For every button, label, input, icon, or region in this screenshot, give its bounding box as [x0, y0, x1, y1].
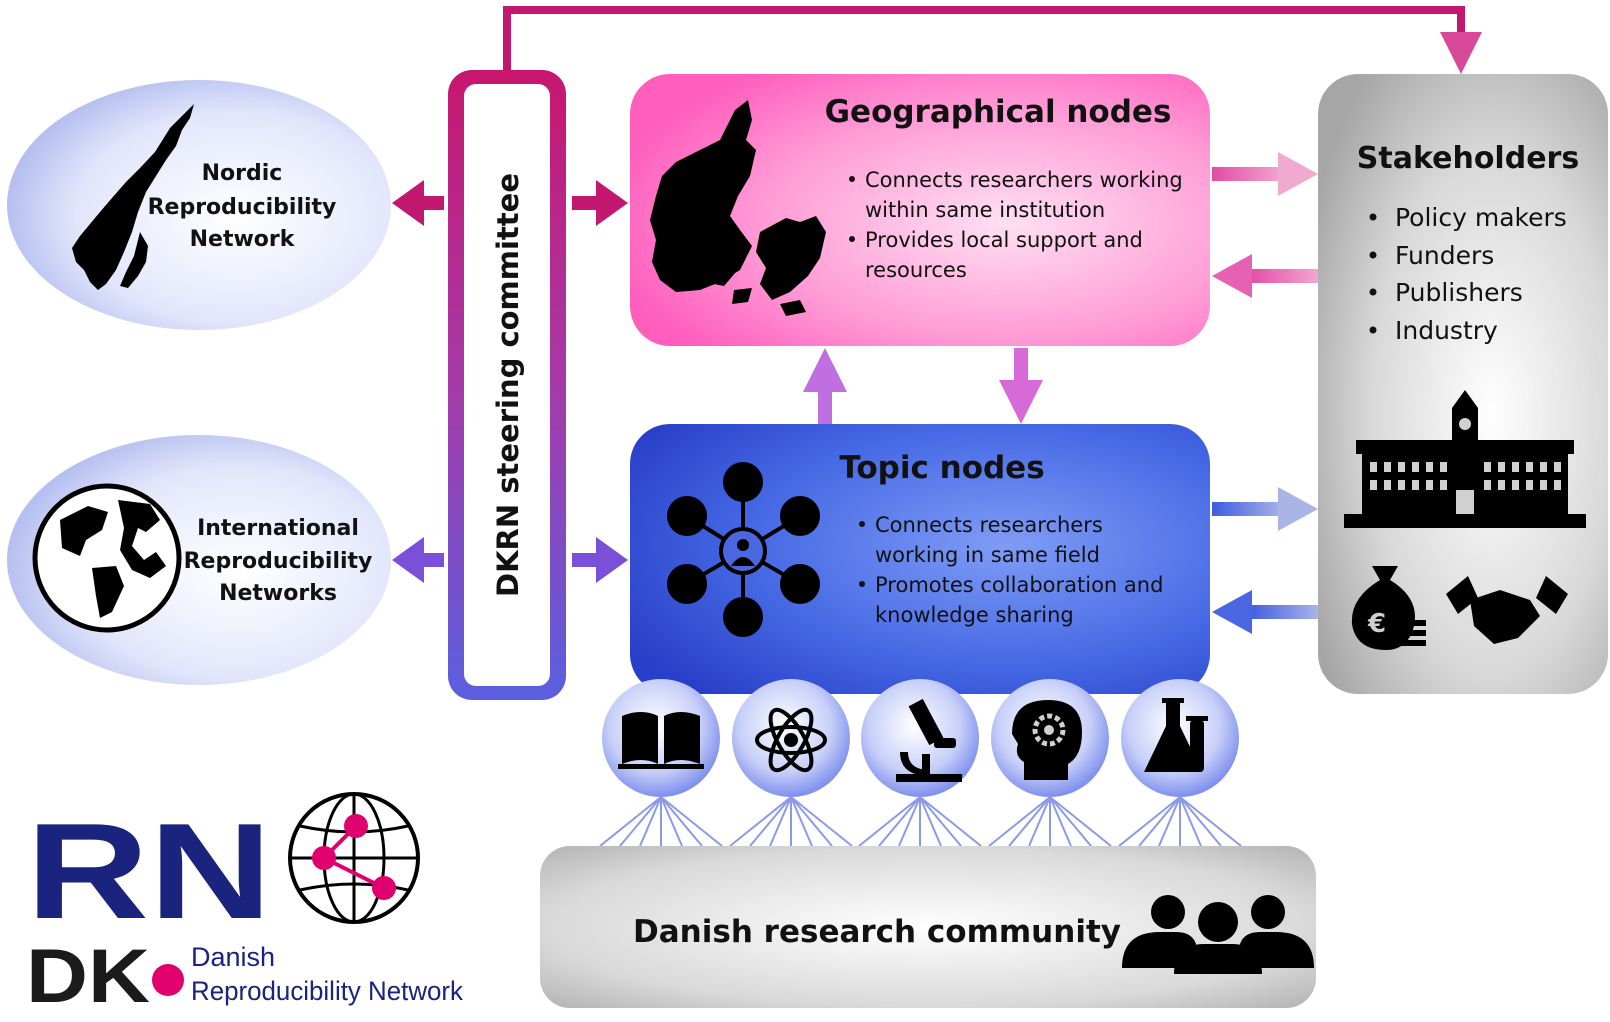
microscope-topic-circle: [861, 679, 979, 797]
network-hub-icon: [667, 462, 820, 637]
international-label-line1: International: [197, 516, 359, 541]
dkrn-logo: RN DK Danish Reproducibility Network: [26, 792, 463, 1019]
logo-text-line2: Reproducibility Network: [191, 976, 463, 1006]
topic-bullet1-line1: Connects researchers: [875, 513, 1103, 537]
parliament-building-icon: [1344, 390, 1586, 528]
logo-text-line1: Danish: [191, 942, 275, 972]
nordic-network-node: Nordic Reproducibility Network: [7, 80, 391, 330]
stakeholder-item: Funders: [1395, 241, 1494, 270]
nordic-steering-arrow: [392, 180, 444, 226]
topic-bullet2-line2: knowledge sharing: [875, 603, 1074, 627]
topic-to-stakeholders-arrow: [1212, 487, 1318, 531]
atom-topic-circle: [732, 679, 850, 797]
geographical-nodes-box: Geographical nodes Connects researchers …: [630, 74, 1210, 346]
stakeholders-title: Stakeholders: [1357, 141, 1579, 176]
nordic-label-line3: Network: [190, 227, 296, 252]
topic-bullet2-line1: Promotes collaboration and: [875, 573, 1163, 597]
stakeholder-item: Policy makers: [1395, 203, 1567, 232]
geo-to-stakeholders-arrow: [1212, 152, 1318, 196]
topic-bullet1-line2: working in same field: [875, 543, 1100, 567]
geo-bullet2-line1: Provides local support and: [865, 228, 1143, 252]
stakeholders-to-topic-arrow: [1212, 590, 1318, 634]
topic-icon-row: [602, 679, 1239, 797]
head-gear-icon: [1012, 700, 1082, 780]
flask-topic-circle: [1121, 679, 1239, 797]
svg-text:€: €: [1367, 609, 1386, 639]
stakeholders-box: Stakeholders Policy makers Funders Publi…: [1318, 74, 1608, 694]
community-label: Danish research community: [633, 914, 1121, 950]
geo-bullet2-line2: resources: [865, 258, 967, 282]
international-label-line2: Reproducibility: [184, 549, 373, 574]
community-connector-lines: [599, 796, 1242, 847]
international-network-node: International Reproducibility Networks: [7, 435, 391, 685]
geo-title: Geographical nodes: [825, 94, 1172, 130]
steering-to-stakeholders-arrow: [503, 6, 1482, 74]
globe-icon: [32, 483, 182, 633]
denmark-map-icon: [650, 100, 826, 316]
stakeholders-to-geo-arrow: [1212, 254, 1318, 298]
atom-icon: [755, 707, 827, 773]
microscope-icon: [896, 698, 962, 782]
steering-topic-arrow: [572, 537, 628, 583]
topic-nodes-box: Topic nodes Connects researchers working…: [630, 424, 1210, 694]
geo-bullet1-line1: Connects researchers working: [865, 168, 1183, 192]
international-steering-arrow: [392, 537, 444, 583]
logo-dot: [152, 964, 184, 996]
logo-globe-icon: [288, 792, 420, 924]
research-community-box: Danish research community: [540, 846, 1316, 1008]
geo-bullet1-line2: within same institution: [865, 198, 1105, 222]
logo-dk-letters: DK: [26, 934, 150, 1019]
steering-geo-arrow: [572, 180, 628, 226]
stakeholder-item: Publishers: [1395, 278, 1523, 307]
logo-rn-letters: RN: [26, 795, 272, 947]
scandinavia-map-icon: [72, 104, 194, 290]
steering-committee: DKRN steering committee: [448, 70, 566, 700]
topic-to-geo-arrow: [803, 348, 847, 424]
handshake-icon: [1446, 576, 1568, 644]
people-group-icon: [1122, 895, 1314, 974]
steering-committee-label: DKRN steering committee: [491, 173, 525, 597]
geo-to-topic-arrow: [999, 348, 1043, 424]
stakeholder-item: Industry: [1395, 316, 1498, 345]
book-icon: [618, 712, 704, 769]
flask-icon: [1144, 698, 1208, 772]
money-bag-icon: €: [1351, 566, 1426, 650]
book-topic-circle: [602, 679, 720, 797]
nordic-label-line2: Reproducibility: [148, 195, 337, 220]
international-label-line3: Networks: [219, 581, 337, 606]
nordic-label-line1: Nordic: [202, 161, 283, 186]
topic-title: Topic nodes: [839, 450, 1044, 486]
head-gear-topic-circle: [991, 679, 1109, 797]
